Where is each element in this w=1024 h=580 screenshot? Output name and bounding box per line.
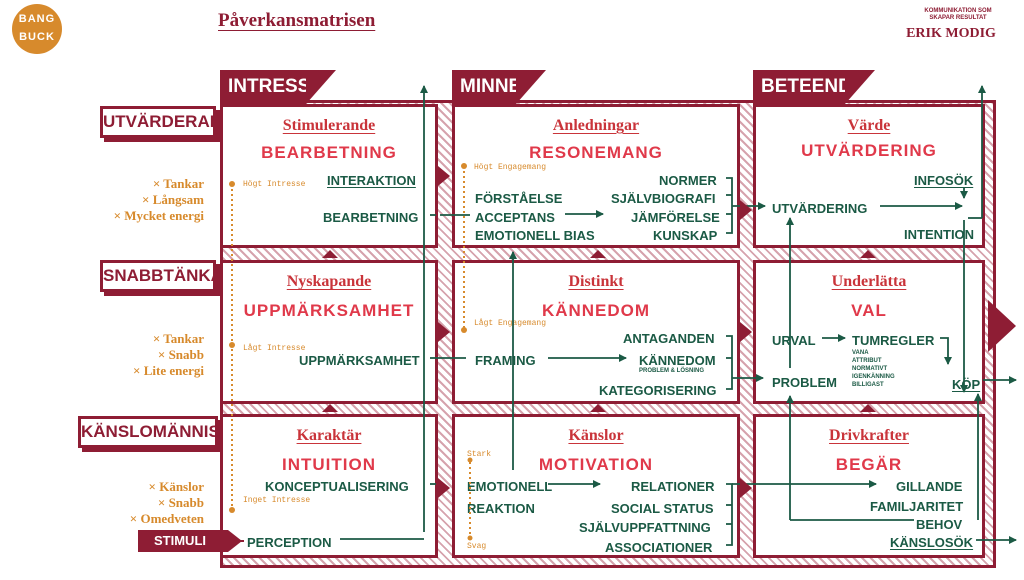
label-lagt-intresse: Lågt Intresse (243, 344, 306, 353)
label-hogt-engagemang: Högt Engagemang (474, 163, 547, 172)
row-label-kanslomanniskan: KÄNSLOMÄNNISKAN (78, 416, 257, 448)
row-attrs-kanslomanniskan: × Känslor × Snabb × Omedveten (129, 479, 204, 526)
cell-underlatta: Underlätta VAL URVAL TUMREGLER VANA ATTR… (753, 260, 985, 404)
column-header-minne: MINNE (452, 70, 546, 104)
cell-distinkt: Distinkt KÄNNEDOM FRAMING ANTAGANDEN KÄN… (452, 260, 740, 404)
column-header-intresse: INTRESSE (220, 70, 336, 104)
cell-kanslor: Känslor MOTIVATION EMOTIONELL REAKTION R… (452, 414, 740, 558)
label-stark: Stark (467, 450, 492, 459)
row-attrs-utvarderaren: × Tankar × Långsam × Mycket energi (113, 176, 204, 223)
cell-anledningar: Anledningar RESONEMANG FÖRSTÅELSE ACCEPT… (452, 104, 740, 248)
cell-varde: Värde UTVÄRDERING INFOSÖK UTVÄRDERING IN… (753, 104, 985, 248)
bang-buck-logo: BANG BUCK (12, 4, 62, 54)
row-label-utvarderaren: UTVÄRDERAREN (100, 106, 246, 138)
label-hogt-intresse: Högt Intresse (243, 180, 306, 189)
column-header-beteende: BETEENDE (753, 70, 875, 104)
brand-name: ERIK MODIG (906, 26, 996, 41)
row-attrs-snabbtankaren: × Tankar × Snabb × Lite energi (133, 331, 204, 378)
stimuli-arrow-label: STIMULI (138, 530, 242, 552)
label-svag: Svag (467, 542, 487, 551)
brand-tagline: KOMMUNIKATION SOM SKAPAR RESULTAT (924, 8, 992, 21)
cell-nyskapande: Nyskapande UPPMÄRKSAMHET UPPMÄRKSAMHET (220, 260, 438, 404)
label-lagt-engagemang: Lågt Engagemang (474, 319, 547, 328)
cell-stimulerande: Stimulerande BEARBETNING INTERAKTION BEA… (220, 104, 438, 248)
page-title: Påverkansmatrisen (218, 10, 376, 31)
label-inget-intresse: Inget Intresse (243, 496, 311, 505)
cell-karaktar: Karaktär INTUITION KONCEPTUALISERING PER… (220, 414, 438, 558)
